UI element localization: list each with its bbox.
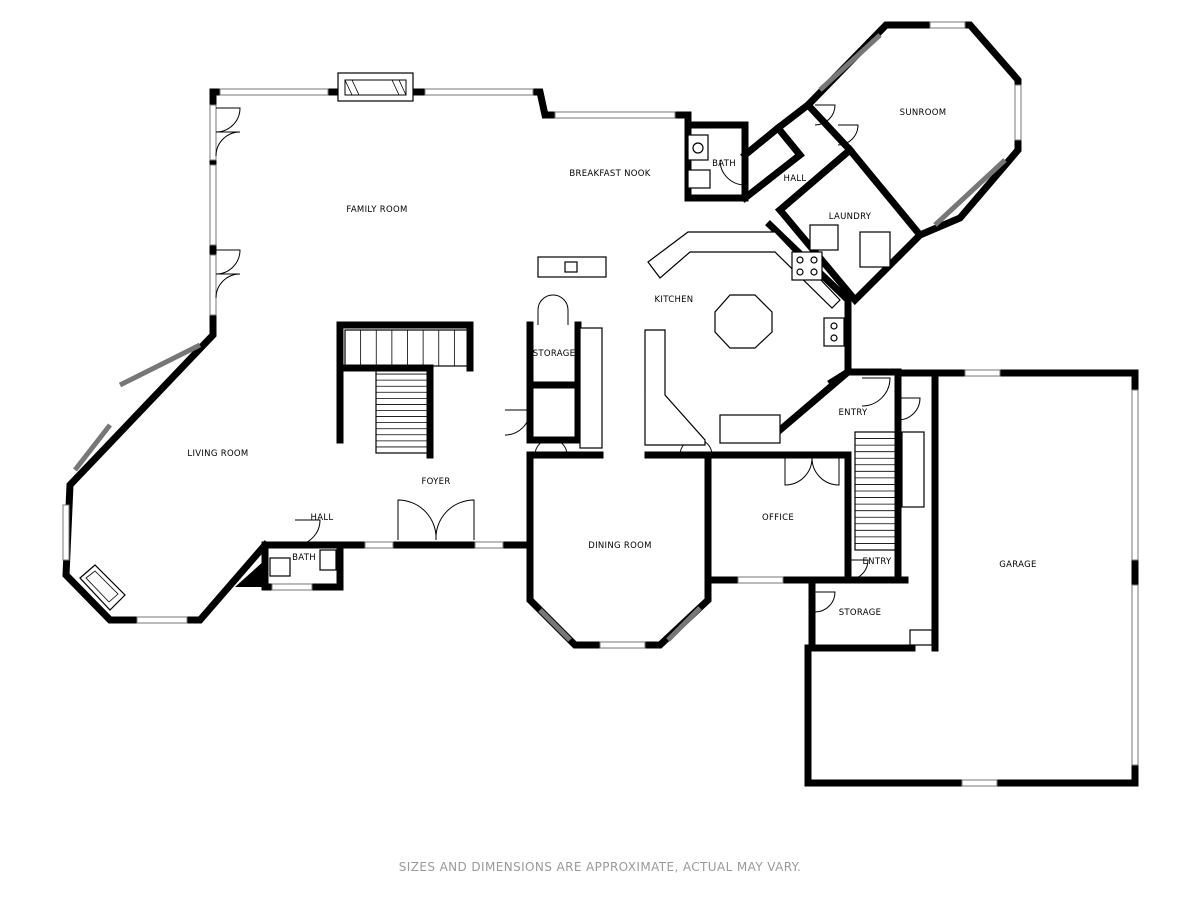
label-kitchen: KITCHEN	[655, 295, 694, 305]
label-garage: GARAGE	[999, 560, 1036, 570]
label-hall-lower: HALL	[311, 513, 334, 523]
windows	[62, 21, 1139, 787]
label-bath-upper: BATH	[712, 159, 736, 169]
breakfast-counter-icon	[537, 256, 607, 278]
room-labels: FAMILY ROOM BREAKFAST NOOK BATH HALL SUN…	[187, 108, 1036, 618]
label-bath-lower: BATH	[292, 553, 316, 563]
laundry-machines-icon	[809, 224, 891, 268]
stair-void-marks	[235, 560, 265, 587]
garage-shelves	[901, 431, 933, 646]
sink-icon	[319, 134, 709, 571]
kitchen-counters	[579, 231, 841, 449]
label-storage-lower: STORAGE	[839, 608, 882, 618]
stairs-garage	[854, 431, 898, 551]
label-entry-upper: ENTRY	[839, 408, 868, 418]
corner-fireplace-icon	[79, 564, 126, 611]
kitchen-island-icon	[714, 294, 773, 349]
stairs-main	[375, 367, 429, 454]
disclaimer-text: SIZES AND DIMENSIONS ARE APPROXIMATE, AC…	[398, 860, 802, 874]
doors	[215, 104, 921, 613]
kitchen-sink-icon	[823, 317, 845, 347]
toilet-icon	[269, 169, 711, 577]
stove-icon	[791, 251, 823, 281]
label-dining-room: DINING ROOM	[588, 541, 652, 551]
label-family-room: FAMILY ROOM	[346, 205, 407, 215]
label-living-room: LIVING ROOM	[187, 449, 248, 459]
label-storage-pantry: STORAGE	[533, 349, 576, 359]
label-office: OFFICE	[762, 513, 794, 523]
label-entry-lower: ENTRY	[863, 557, 892, 567]
label-laundry: LAUNDRY	[829, 212, 872, 222]
label-hall-upper: HALL	[784, 174, 807, 184]
stairs-landing	[344, 329, 471, 367]
label-breakfast-nook: BREAKFAST NOOK	[569, 169, 650, 179]
label-sunroom: SUNROOM	[900, 108, 947, 118]
fireplace-icon	[337, 72, 414, 102]
label-foyer: FOYER	[421, 477, 450, 487]
